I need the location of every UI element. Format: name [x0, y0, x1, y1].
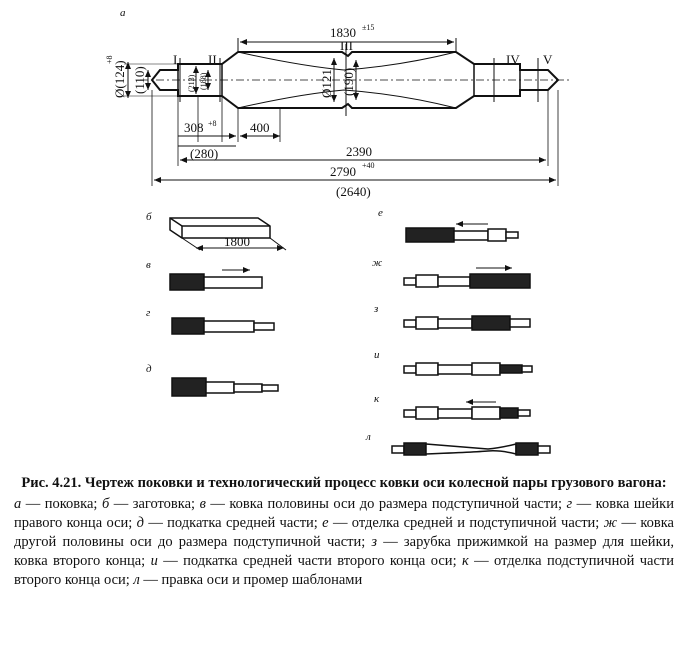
legend-text: — подкатка средней части второго конца о…	[157, 553, 462, 569]
section-label-4: IV	[506, 52, 520, 67]
section-label-1: I	[173, 52, 177, 67]
panel-label-a: а	[120, 7, 126, 19]
legend-text: — подкатка средней части;	[143, 515, 323, 531]
legend-letter: а	[14, 496, 22, 512]
dim-400: 400	[250, 120, 270, 135]
legend-text: — ковка половины оси до размера подступи…	[205, 496, 567, 512]
dim-d124-tol: +8	[105, 55, 114, 64]
dim-diameter-left	[124, 62, 178, 98]
billet	[169, 217, 271, 239]
legend-letter: д	[136, 515, 144, 531]
step-k-part	[403, 406, 531, 420]
legend-letter: и	[150, 553, 158, 569]
legend-text: — ковка другой половины оси до размера п…	[14, 515, 674, 550]
forging-drawing: а I II III IV V 1830 ±15 Ø(124) +8 (110	[105, 7, 572, 456]
legend-letter: з	[371, 534, 378, 550]
figure-caption: Рис. 4.21. Чертеж поковки и технологичес…	[14, 474, 674, 590]
legend-letter: в	[199, 496, 206, 512]
step-z-part	[403, 315, 531, 331]
section-label-5: V	[543, 52, 553, 67]
dim-1800: 1800	[224, 234, 250, 249]
section-label-2: II	[208, 52, 217, 67]
legend-letter: г	[566, 496, 573, 512]
dim-d213: (213)	[187, 74, 196, 92]
legend-text: — заготовка;	[109, 496, 200, 512]
dim-308-tol: +8	[208, 119, 217, 128]
dim-1830-value: 1830	[330, 25, 356, 40]
dim-d190: (190)	[341, 68, 356, 96]
step-label-z: з	[373, 303, 378, 315]
step-l-part	[391, 442, 551, 456]
dim-d110: (110)	[132, 66, 147, 94]
caption-title: Рис. 4.21. Чертеж поковки и технологичес…	[21, 475, 667, 491]
legend-text: — ковка шейки правого конца оси;	[14, 496, 674, 531]
legend-text: — отделка подступичной части второго кон…	[14, 553, 674, 588]
step-label-b: б	[146, 211, 152, 223]
step-e-part	[405, 227, 519, 243]
legend-text: — отделка средней и подступичной части;	[328, 515, 604, 531]
dim-1830-tol: ±15	[362, 23, 374, 32]
dim-2790-tol: +40	[362, 161, 375, 170]
step-label-e: е	[378, 207, 383, 219]
dim-d188: (188)	[199, 72, 208, 90]
dim-d121: Ø121	[319, 69, 334, 98]
dim-1830	[237, 38, 457, 52]
legend-text: — зарубка прижимкой на размер для шейки,…	[14, 534, 674, 569]
dim-d124: Ø(124)	[112, 60, 127, 98]
section-label-3: III	[340, 38, 353, 53]
step-label-i: и	[374, 349, 380, 361]
section-marks	[179, 44, 539, 116]
legend-letter: ж	[603, 515, 618, 531]
step-label-k: к	[374, 393, 380, 405]
legend-text: — поковка;	[21, 496, 102, 512]
step-label-zh: ж	[372, 257, 383, 269]
step-label-g: г	[146, 307, 151, 319]
legend-letter: е	[322, 515, 329, 531]
dim-308: 308	[184, 120, 204, 135]
legend-letter: л	[133, 572, 140, 588]
step-label-v: в	[146, 259, 151, 271]
dim-2790: 2790	[330, 164, 356, 179]
step-label-d: д	[146, 363, 152, 375]
legend-letter: к	[461, 553, 469, 569]
dim-2640: (2640)	[336, 184, 371, 199]
step-label-l: л	[365, 431, 371, 443]
step-d-part	[171, 377, 279, 397]
dim-280: (280)	[190, 146, 218, 161]
caption-legend: а — поковка; б — заготовка; в — ковка по…	[14, 495, 674, 590]
legend-text: — правка оси и промер шаблонами	[139, 572, 363, 588]
step-i-part	[403, 362, 533, 376]
dim-2390: 2390	[346, 144, 372, 159]
step-zh-part	[403, 273, 531, 289]
step-g-part	[171, 317, 275, 335]
legend-letter: б	[101, 496, 110, 512]
step-v-part	[169, 273, 263, 291]
